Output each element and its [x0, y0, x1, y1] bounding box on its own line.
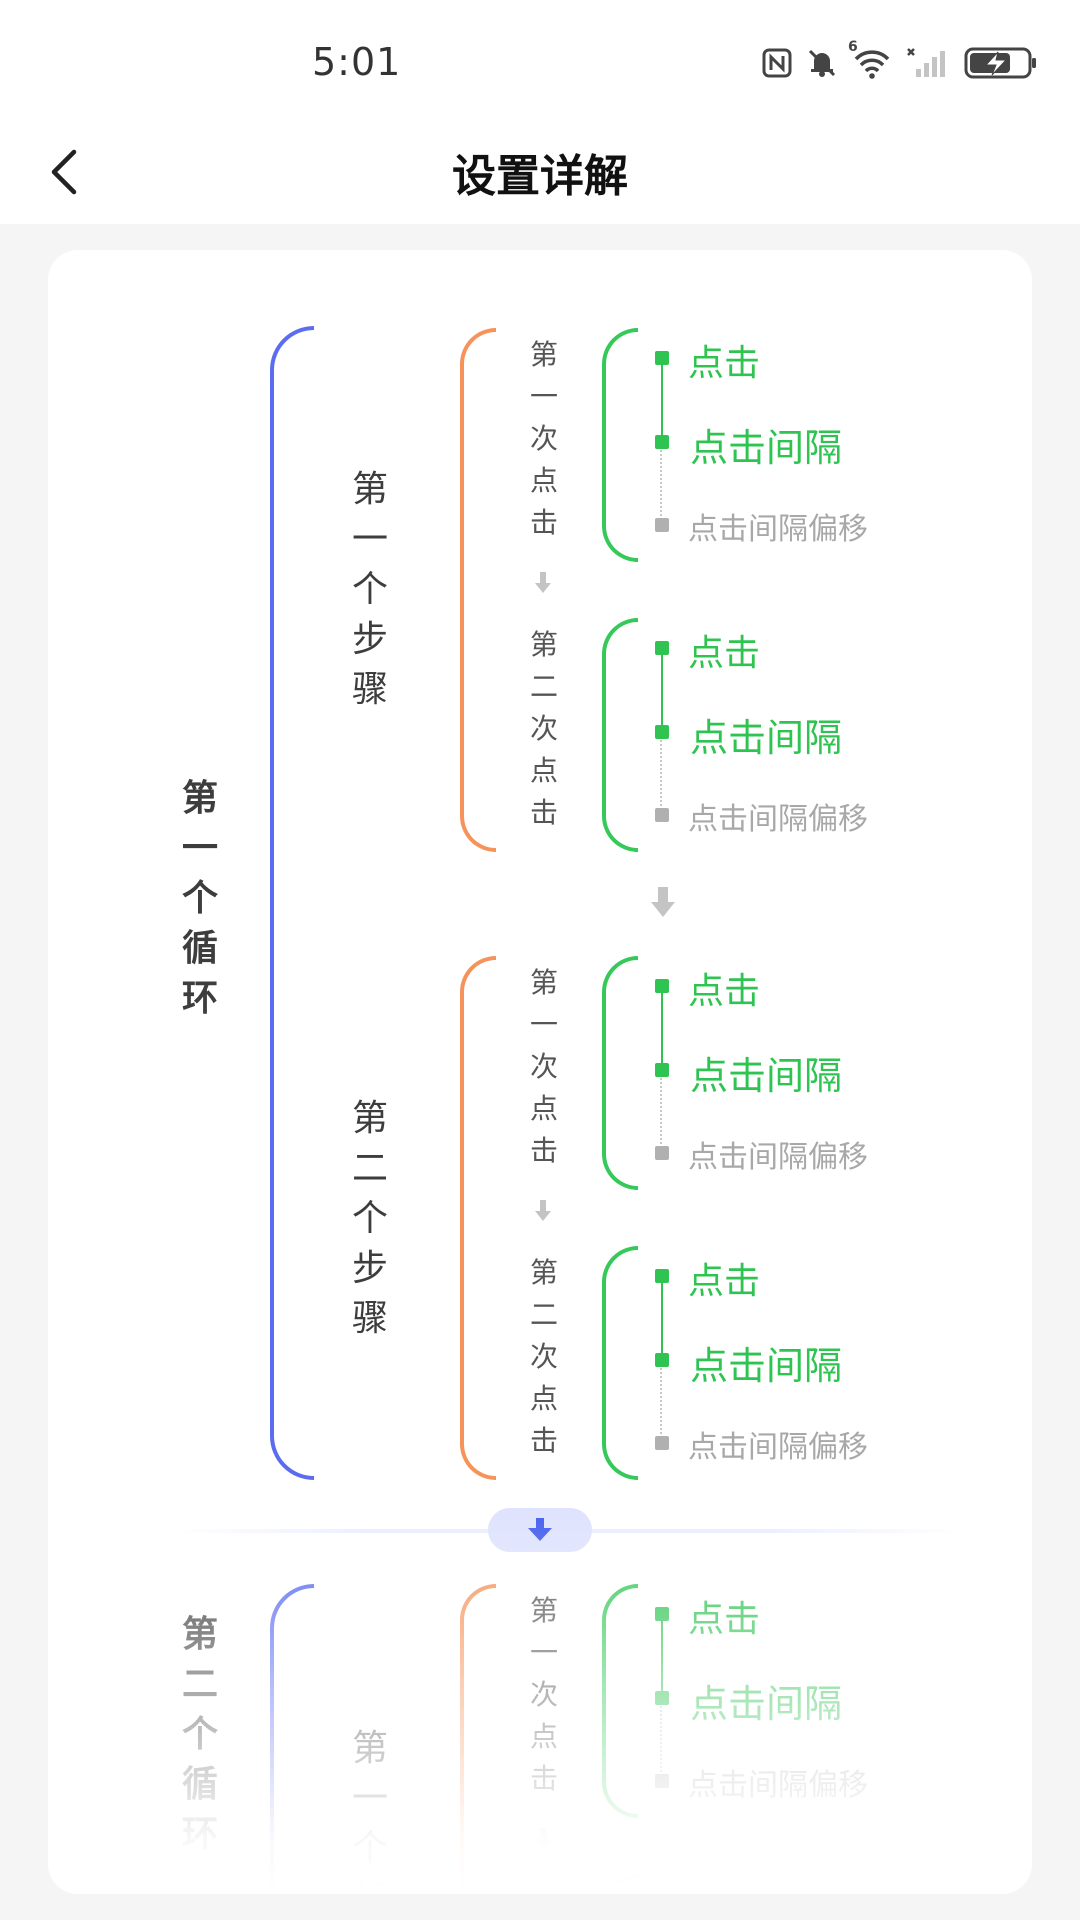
item-click: 点击	[688, 1599, 761, 1640]
item-dot	[655, 351, 669, 365]
item-interval: 点击间隔	[690, 1344, 843, 1388]
item-offset: 点击间隔偏移	[688, 802, 868, 837]
down-arrow-icon	[651, 887, 675, 917]
item-offset: 点击间隔偏移	[688, 1430, 868, 1465]
item-interval: 点击间隔	[690, 1054, 843, 1098]
item-dot	[655, 1436, 669, 1450]
battery-charging-icon	[964, 46, 1038, 84]
item-dot	[655, 1269, 669, 1283]
step-bracket	[460, 1584, 496, 1894]
item-dot	[655, 725, 669, 739]
bell-muted-icon	[806, 47, 838, 83]
connector-line	[661, 1614, 663, 1698]
item-offset: 点击间隔偏移	[688, 1768, 868, 1803]
wifi-icon: 6	[848, 39, 892, 83]
item-dot	[655, 435, 669, 449]
connector-line	[661, 986, 663, 1070]
item-offset: 点击间隔偏移	[688, 512, 868, 547]
item-dot	[655, 979, 669, 993]
connector-line	[661, 1276, 663, 1360]
item-click: 点击	[688, 633, 761, 674]
signal-icon	[906, 47, 950, 83]
connector-dotted	[660, 1698, 662, 1772]
down-arrow-icon	[535, 572, 551, 593]
click-label: 第二次点击	[529, 1256, 558, 1457]
down-arrow-icon	[535, 1200, 551, 1221]
click-label: 第二次点击	[529, 628, 558, 829]
down-arrow-icon	[535, 1828, 551, 1849]
loop-label: 第一个循环	[181, 778, 218, 1019]
click-bracket	[602, 618, 638, 852]
step-bracket	[460, 328, 496, 852]
item-dot	[655, 641, 669, 655]
nav-header: 设置详解	[0, 120, 1080, 224]
chevron-left-icon	[51, 149, 77, 195]
nfc-icon	[762, 48, 792, 82]
wifi-badge: 6	[848, 39, 858, 55]
click-bracket	[602, 1874, 638, 1894]
step-label: 第一个步骤	[351, 469, 388, 710]
loop-bracket	[270, 1584, 314, 1894]
click-bracket	[602, 1584, 638, 1818]
item-interval: 点击间隔	[690, 1682, 843, 1726]
connector-line	[661, 358, 663, 442]
diagram-card: 第一个循环 第一个步骤 第一次点击 点击 点击间隔 点击间隔偏移 第二次点击 点…	[48, 250, 1032, 1894]
item-dot	[655, 1353, 669, 1367]
item-dot	[655, 808, 669, 822]
connector-line	[661, 648, 663, 732]
item-click: 点击	[688, 1261, 761, 1302]
back-button[interactable]	[36, 144, 92, 200]
item-dot	[655, 1607, 669, 1621]
status-icons: 6	[762, 39, 1038, 84]
click-bracket	[602, 956, 638, 1190]
connector-dotted	[660, 732, 662, 806]
loop-divider-badge	[488, 1508, 592, 1552]
page-title: 设置详解	[452, 151, 628, 202]
click-bracket	[602, 328, 638, 562]
click-label: 第一次点击	[529, 338, 558, 539]
connector-dotted	[660, 1360, 662, 1434]
connector-dotted	[660, 442, 662, 516]
item-dot	[655, 1774, 669, 1788]
item-dot	[655, 518, 669, 532]
click-label: 第一次点击	[529, 1594, 558, 1795]
item-offset: 点击间隔偏移	[688, 1140, 868, 1175]
step-label: 第二个步骤	[351, 1098, 388, 1339]
loop-label: 第二个循环	[181, 1614, 218, 1855]
status-bar: 5:01 6	[0, 0, 1080, 120]
click-label: 第一次点击	[529, 966, 558, 1167]
click-bracket	[602, 1246, 638, 1480]
item-dot	[655, 1146, 669, 1160]
loop-bracket	[270, 326, 314, 1480]
item-click: 点击	[688, 343, 761, 384]
item-interval: 点击间隔	[690, 426, 843, 470]
item-interval: 点击间隔	[690, 716, 843, 760]
step-bracket	[460, 956, 496, 1480]
status-time: 5:01	[312, 40, 402, 84]
item-click: 点击	[688, 971, 761, 1012]
item-dot	[655, 1063, 669, 1077]
down-arrow-icon	[528, 1518, 552, 1541]
connector-dotted	[660, 1070, 662, 1144]
item-dot	[655, 1691, 669, 1705]
